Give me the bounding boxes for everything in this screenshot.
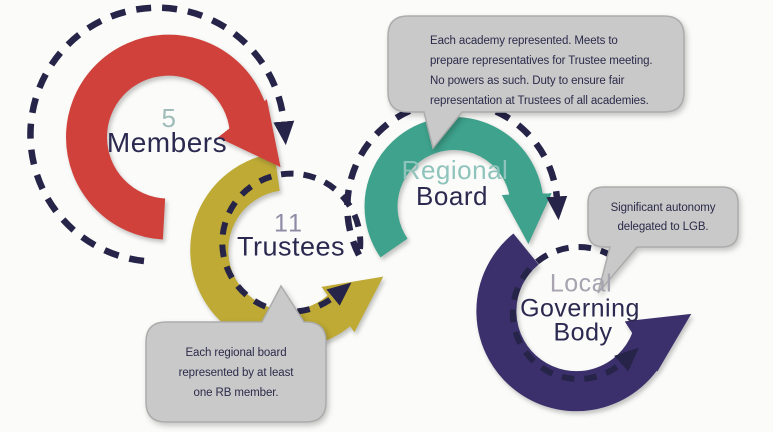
callout-regional-board [387,15,685,150]
members-flow-dashes [27,4,295,265]
note-line: Significant autonomy [610,202,716,214]
members-count-label: 5 [161,103,177,133]
note-line: delegated to LGB. [617,221,709,233]
lgb-label-line1: Local [549,269,613,298]
note-line: representation at Trustees of all academ… [430,95,649,107]
trustees-count-label: 11 [274,209,304,238]
note-line: No powers as such. Duty to ensure fair [430,75,625,87]
callout-trustees [145,284,327,423]
lgb-flow-dashes [509,244,639,383]
regional-board-note-text: Each academy represented. Meets to prepa… [430,31,680,111]
callout-lgb [587,186,739,294]
note-line: Each academy represented. Meets to [430,35,618,47]
regional-board-label-line1: Regional [401,155,509,185]
lgb-note-text: Significant autonomy delegated to LGB. [588,199,738,237]
regional-board-label-line2: Board [416,181,488,211]
note-line: prepare representatives for Trustee meet… [430,55,653,67]
members-label: Members [106,127,228,158]
lgb-label-line2: Governing [520,294,640,323]
note-line: one RB member. [193,387,279,399]
members-ring [66,34,281,240]
note-line: represented by at least [178,367,294,379]
lgb-label-line3: Body [553,318,613,347]
lgb-ring [476,233,692,412]
note-line: Each regional board [185,347,287,359]
trustees-label: Trustees [236,231,346,262]
trustees-note-text: Each regional board represented by at le… [146,343,326,403]
